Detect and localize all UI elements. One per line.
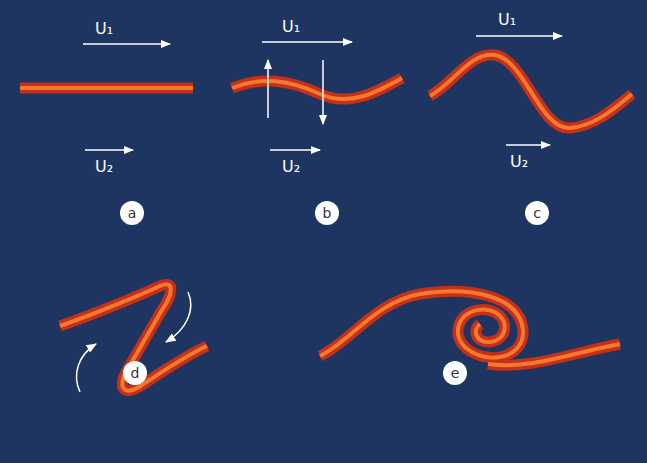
velocity-arrow (83, 43, 170, 45)
rotation-arrow (166, 292, 191, 342)
layer-e (320, 291, 523, 357)
velocity-arrow (506, 144, 550, 146)
perturbation-arrow (322, 60, 324, 124)
velocity-arrow (270, 149, 320, 151)
velocity-arrow (476, 35, 562, 37)
layer-c (430, 55, 632, 128)
velocity-label: U₂ (282, 158, 300, 176)
stage-letter: a (128, 206, 137, 220)
velocity-label: U₂ (510, 153, 528, 171)
stage-marker-circle: b (315, 201, 339, 225)
velocity-arrows (77, 36, 562, 392)
layer-a-core (20, 86, 193, 90)
velocity-label: U₂ (95, 158, 113, 176)
stage-marker-circle: c (525, 201, 549, 225)
stage-letter: e (451, 366, 460, 380)
layer-b (232, 78, 402, 99)
layer-d (60, 284, 207, 390)
rotation-arrow (77, 344, 96, 392)
layer-d-core (60, 284, 207, 390)
stage-marker-circle: d (123, 361, 147, 385)
shear-layers (20, 55, 632, 391)
velocity-label: U₁ (95, 20, 113, 38)
stage-marker-circle: e (443, 361, 467, 385)
stage-letter: c (533, 206, 541, 220)
velocity-label: U₁ (498, 11, 516, 29)
velocity-arrow (85, 149, 133, 151)
layer-e-tail-core (488, 344, 620, 365)
velocity-arrow (262, 41, 352, 43)
perturbation-arrow (267, 60, 269, 118)
layer-b-core (232, 78, 402, 99)
layer-c-core (430, 55, 632, 128)
stage-letter: b (323, 206, 332, 220)
stage-marker-circle: a (120, 201, 144, 225)
layer-inner (20, 55, 632, 391)
stage-letter: d (131, 366, 140, 380)
layer-outer (20, 55, 632, 391)
layer-e-core (320, 291, 523, 357)
layer-a (20, 83, 193, 94)
velocity-label: U₁ (282, 18, 300, 36)
